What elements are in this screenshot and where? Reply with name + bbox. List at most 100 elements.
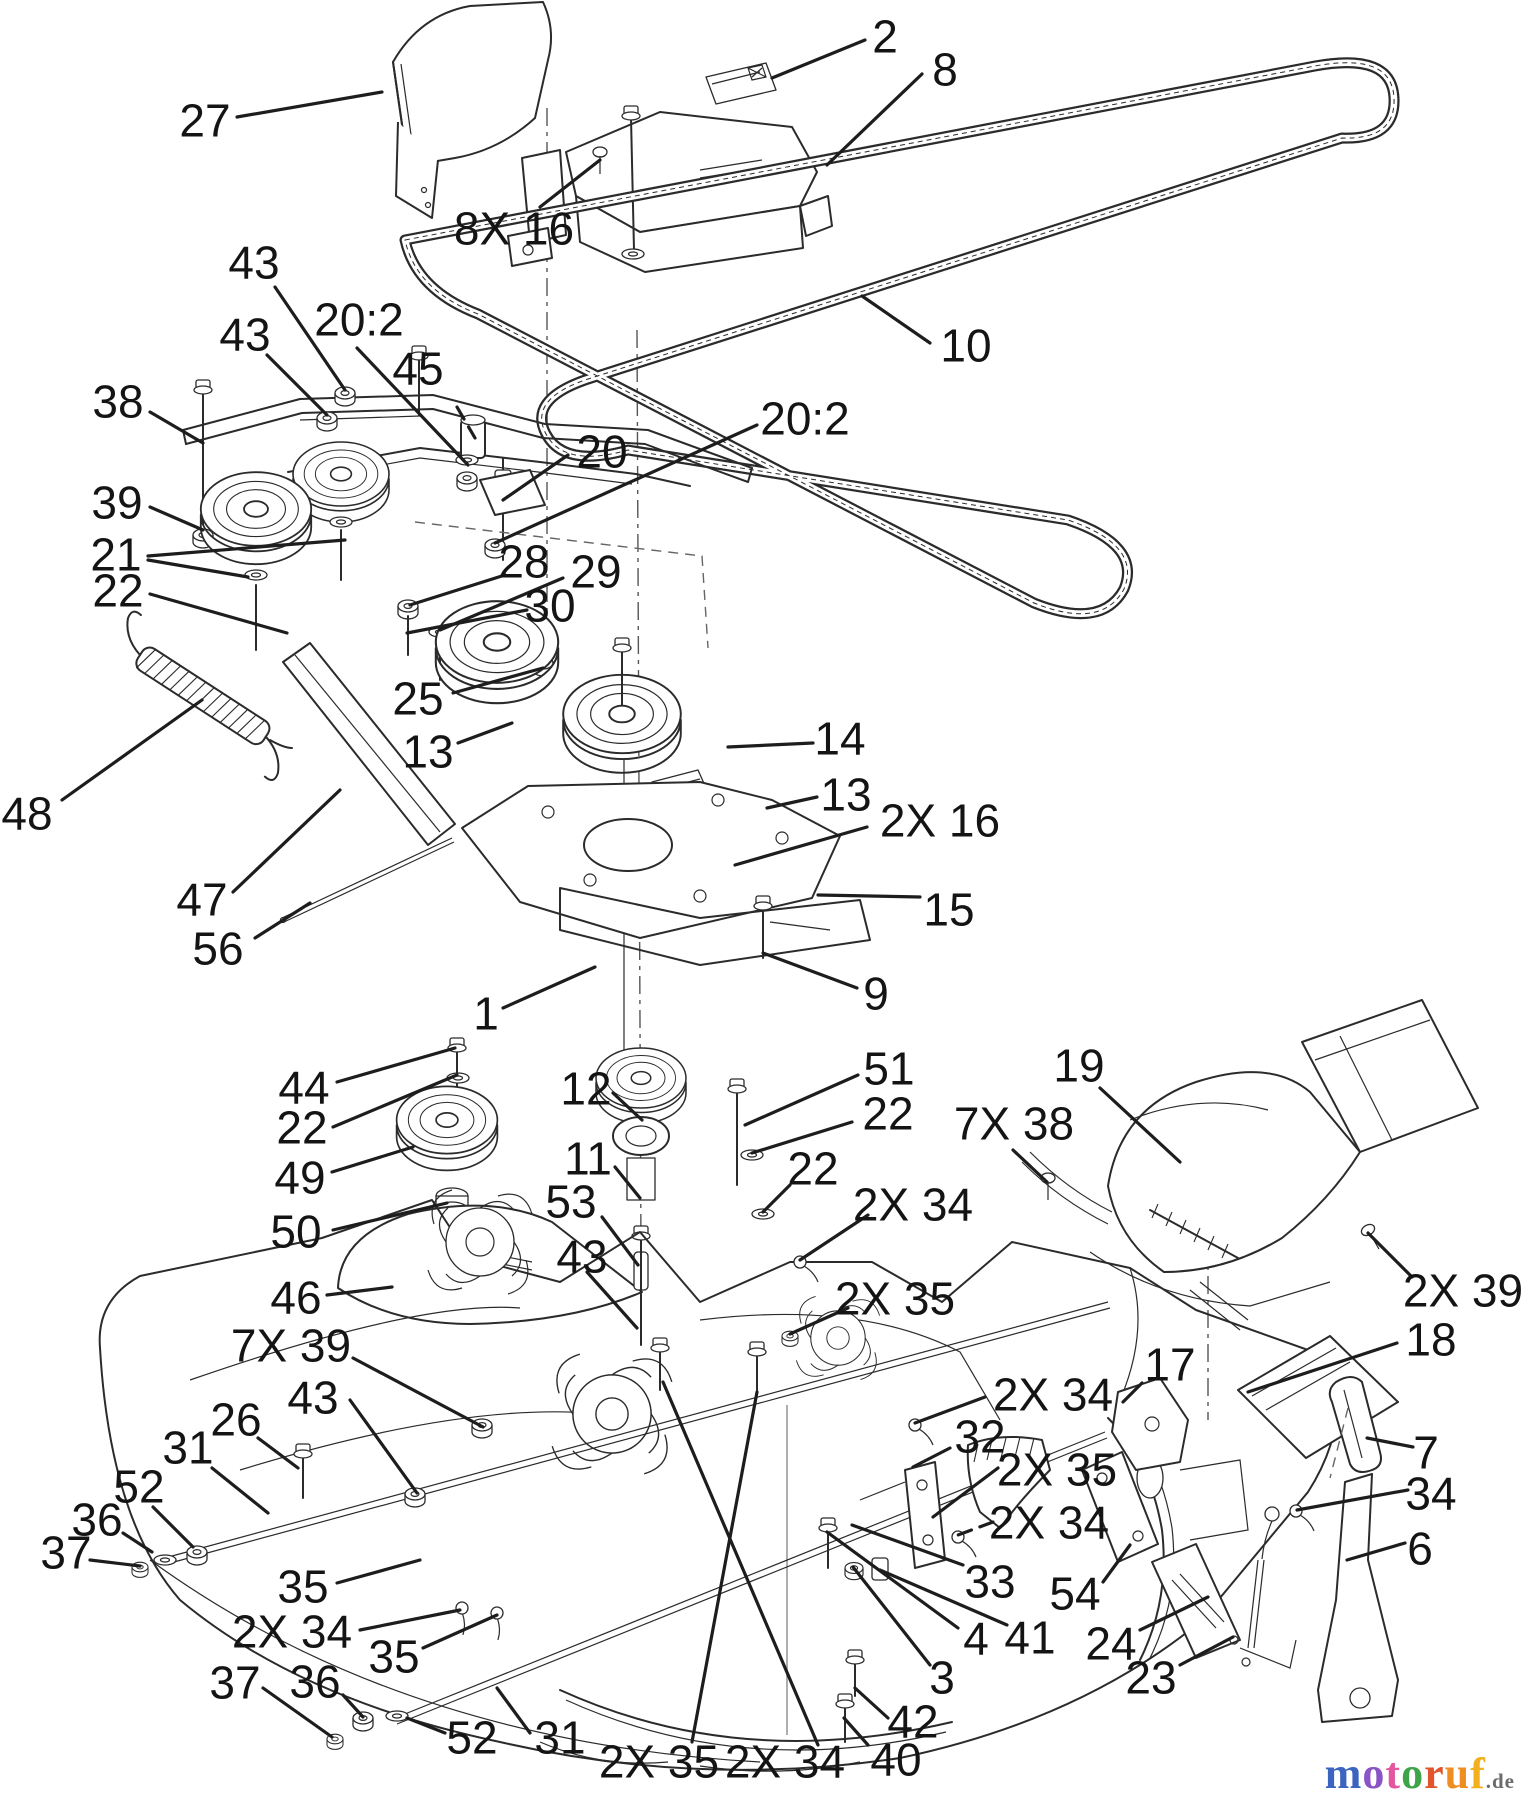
leader-line xyxy=(538,158,602,209)
leader-line xyxy=(726,741,815,749)
deflector-cover-drawing xyxy=(392,1,553,219)
leader-line xyxy=(1101,1543,1132,1584)
leader-line xyxy=(1138,1595,1210,1632)
part-callout: 10 xyxy=(940,320,991,372)
leader-line xyxy=(611,1091,644,1122)
part-callout: 32 xyxy=(954,1411,1005,1463)
part-callout: 9 xyxy=(863,968,889,1020)
part-callout: 8X 16 xyxy=(454,203,574,255)
part-callout: 2X 34 xyxy=(725,1736,845,1788)
part-callout: 30 xyxy=(524,580,575,632)
part-callout: 1 xyxy=(473,988,499,1040)
part-callout: 31 xyxy=(162,1422,213,1474)
leader-line xyxy=(355,346,470,467)
part-callout: 22 xyxy=(276,1102,327,1154)
leader-line xyxy=(825,72,924,167)
leader-line xyxy=(501,965,597,1010)
part-callout: 53 xyxy=(545,1176,596,1228)
leader-line xyxy=(421,1613,499,1650)
leader-line xyxy=(501,453,570,502)
leader-line xyxy=(690,1390,759,1744)
logo-suffix: .de xyxy=(1485,1769,1515,1793)
part-callout: 37 xyxy=(40,1527,91,1579)
part-callout: 54 xyxy=(1049,1568,1100,1620)
leader-line xyxy=(788,1306,850,1336)
leader-line xyxy=(860,294,932,345)
leader-line xyxy=(253,901,312,940)
part-callout: 43 xyxy=(556,1231,607,1283)
logo-letter: t xyxy=(1385,1749,1402,1798)
leader-line xyxy=(1295,1488,1410,1512)
leader-line xyxy=(273,285,347,392)
leader-line xyxy=(358,1608,462,1632)
leader-line xyxy=(761,951,859,990)
leader-line xyxy=(956,1520,995,1537)
part-callout: 19 xyxy=(1053,1040,1104,1092)
leader-line xyxy=(331,1073,459,1129)
part-callout: 29 xyxy=(570,546,621,598)
leader-line xyxy=(146,558,250,579)
leader-line xyxy=(341,1693,365,1719)
leader-line xyxy=(842,1716,870,1747)
part-callout: 20:2 xyxy=(314,294,404,346)
leader-line xyxy=(148,410,205,445)
part-callout: 20 xyxy=(576,426,627,478)
leader-line xyxy=(1178,1635,1235,1667)
leader-line xyxy=(256,1436,300,1470)
leader-line xyxy=(816,893,922,899)
leader-line xyxy=(770,38,867,80)
leader-line xyxy=(1246,1341,1399,1394)
leader-line xyxy=(1011,1148,1049,1184)
leader-line xyxy=(1345,1541,1407,1562)
logo-letter: r xyxy=(1424,1749,1445,1798)
part-callout: 41 xyxy=(1004,1612,1055,1664)
leader-lines xyxy=(60,38,1415,1747)
part-callout: 13 xyxy=(402,726,453,778)
part-callout: 35 xyxy=(277,1561,328,1613)
leader-line xyxy=(146,538,347,558)
leader-line xyxy=(495,1686,532,1735)
leader-line xyxy=(911,1446,952,1469)
part-callout: 47 xyxy=(176,874,227,926)
leader-line xyxy=(613,1165,642,1200)
leader-line xyxy=(851,1565,932,1667)
part-callout: 2X 35 xyxy=(599,1736,719,1788)
leader-line xyxy=(405,1716,447,1735)
part-callout: 22 xyxy=(862,1088,913,1140)
leader-line xyxy=(231,788,342,894)
leader-line xyxy=(825,1530,960,1630)
leader-line xyxy=(408,573,507,607)
leader-line xyxy=(585,1270,639,1330)
part-callout: 14 xyxy=(814,713,865,765)
part-callout: 18 xyxy=(1405,1314,1456,1366)
logo-letter: m xyxy=(1324,1749,1363,1798)
spring-and-blade-drawing xyxy=(126,610,456,924)
part-callout: 21 xyxy=(90,529,141,581)
leader-line xyxy=(661,1380,820,1747)
leader-line xyxy=(335,1558,422,1585)
leader-line xyxy=(330,1145,415,1174)
discharge-chute-drawing xyxy=(1021,999,1479,1331)
leader-line xyxy=(1366,1231,1414,1279)
part-callout: 31 xyxy=(534,1712,585,1764)
part-callout: 2X 34 xyxy=(989,1497,1109,1549)
logo-letter: f xyxy=(1470,1749,1486,1798)
leader-line xyxy=(1365,1436,1415,1449)
part-callout: 26 xyxy=(210,1394,261,1446)
leader-line xyxy=(913,1395,987,1425)
leader-line xyxy=(600,1215,640,1267)
leader-line xyxy=(121,1531,154,1554)
part-callout: 43 xyxy=(287,1372,338,1424)
watermark-logo: motoruf.de xyxy=(1325,1752,1515,1796)
decal-drawing xyxy=(705,62,777,105)
leader-line xyxy=(743,1073,860,1127)
part-callout: 39 xyxy=(91,477,142,529)
part-callout: 43 xyxy=(219,309,270,361)
leader-line xyxy=(761,1183,792,1214)
part-callout: 43 xyxy=(228,237,279,289)
leader-line xyxy=(798,1213,870,1262)
part-callout: 7X 38 xyxy=(954,1098,1074,1150)
